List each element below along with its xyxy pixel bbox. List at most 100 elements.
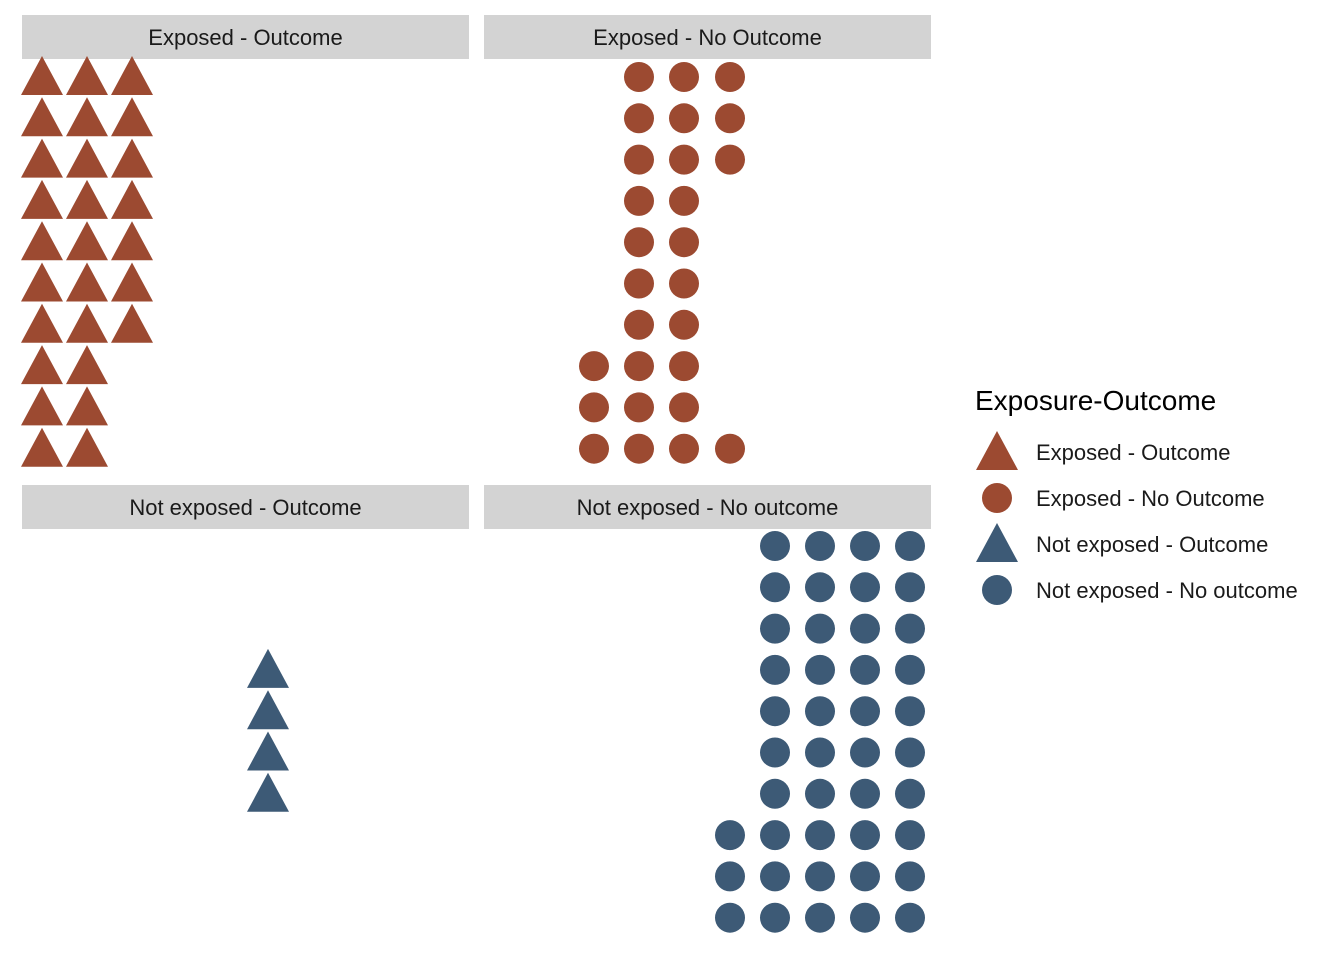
legend-label: Not exposed - No outcome: [1036, 578, 1298, 603]
circle-mark: [760, 820, 790, 851]
triangle-mark: [111, 138, 153, 178]
circle-mark: [805, 820, 835, 851]
circle-mark: [850, 861, 880, 892]
circle-mark: [669, 227, 699, 258]
circle-mark: [579, 433, 609, 464]
circle-mark: [715, 144, 745, 175]
triangle-mark: [21, 221, 63, 261]
circle-mark: [850, 572, 880, 603]
triangle-mark: [21, 303, 63, 343]
triangle-mark: [21, 179, 63, 219]
triangle-mark: [66, 221, 108, 261]
triangle-mark: [66, 138, 108, 178]
circle-mark: [895, 531, 925, 561]
circle-mark: [895, 572, 925, 603]
legend-circle-key: [982, 483, 1012, 513]
circle-mark: [669, 144, 699, 175]
circle-mark: [805, 737, 835, 768]
triangle-mark: [66, 179, 108, 219]
facet-strip-label: Not exposed - No outcome: [577, 495, 839, 520]
circle-mark: [850, 820, 880, 851]
circle-mark: [669, 103, 699, 134]
triangle-mark: [21, 427, 63, 467]
facet-strip-label: Not exposed - Outcome: [129, 495, 361, 520]
triangle-mark: [111, 97, 153, 137]
circle-mark: [715, 861, 745, 892]
circle-mark: [624, 392, 654, 423]
circle-mark: [715, 62, 745, 92]
circle-mark: [669, 392, 699, 423]
circle-mark: [624, 433, 654, 464]
circle-mark: [805, 861, 835, 892]
circle-mark: [624, 309, 654, 340]
legend-item-not-exposed-outcome: Not exposed - Outcome: [976, 523, 1268, 562]
triangle-mark: [66, 262, 108, 302]
circle-mark: [850, 531, 880, 561]
circle-mark: [760, 696, 790, 727]
triangle-mark: [21, 56, 63, 95]
circle-mark: [760, 861, 790, 892]
circle-mark: [624, 144, 654, 175]
circle-mark: [895, 902, 925, 933]
circle-mark: [715, 820, 745, 851]
triangle-mark: [111, 56, 153, 95]
triangle-mark: [247, 648, 289, 688]
circle-mark: [760, 531, 790, 561]
circle-mark: [805, 778, 835, 809]
circle-mark: [805, 572, 835, 603]
legend-circle-key: [982, 575, 1012, 605]
triangle-mark: [21, 386, 63, 426]
facet-strip: [484, 15, 931, 59]
legend-triangle-key: [976, 431, 1018, 470]
circle-mark: [760, 778, 790, 809]
circle-mark: [669, 185, 699, 216]
legend: Exposure-Outcome Exposed - OutcomeExpose…: [975, 385, 1298, 605]
circle-mark: [895, 820, 925, 851]
triangle-mark: [66, 97, 108, 137]
circle-mark: [760, 737, 790, 768]
triangle-mark: [66, 427, 108, 467]
circle-mark: [895, 696, 925, 727]
circle-mark: [895, 613, 925, 644]
circle-mark: [850, 902, 880, 933]
circle-mark: [760, 654, 790, 685]
triangle-mark: [66, 386, 108, 426]
circle-mark: [850, 613, 880, 644]
facet-not-exposed-outcome: Not exposed - Outcome: [22, 485, 469, 812]
triangle-mark: [247, 731, 289, 771]
legend-label: Not exposed - Outcome: [1036, 532, 1268, 557]
circle-mark: [624, 103, 654, 134]
circle-mark: [895, 654, 925, 685]
facet-strip-label: Exposed - Outcome: [148, 25, 342, 50]
circle-mark: [624, 62, 654, 92]
circle-mark: [895, 861, 925, 892]
circle-mark: [669, 268, 699, 299]
circle-mark: [624, 185, 654, 216]
facet-strip: [22, 485, 469, 529]
circle-mark: [850, 737, 880, 768]
circle-mark: [895, 737, 925, 768]
circle-mark: [760, 902, 790, 933]
facet-strip: [484, 485, 931, 529]
triangle-mark: [66, 303, 108, 343]
legend-item-exposed-no-outcome: Exposed - No Outcome: [982, 483, 1265, 513]
circle-mark: [579, 351, 609, 382]
circle-mark: [715, 433, 745, 464]
triangle-mark: [21, 262, 63, 302]
triangle-mark: [111, 303, 153, 343]
circle-mark: [850, 654, 880, 685]
circle-mark: [895, 778, 925, 809]
circle-mark: [805, 902, 835, 933]
triangle-mark: [66, 56, 108, 95]
circle-mark: [624, 351, 654, 382]
facet-not-exposed-no-outcome: Not exposed - No outcome: [484, 485, 931, 933]
triangle-mark: [111, 262, 153, 302]
circle-mark: [624, 268, 654, 299]
triangle-mark: [111, 179, 153, 219]
triangle-mark: [111, 221, 153, 261]
legend-title: Exposure-Outcome: [975, 385, 1216, 416]
circle-mark: [760, 613, 790, 644]
